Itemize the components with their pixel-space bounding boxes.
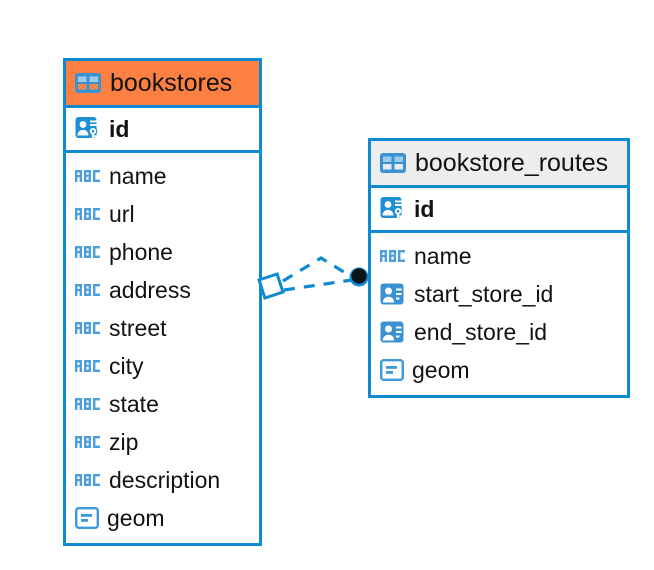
field-label: state: [109, 390, 159, 417]
geometry-icon: [380, 359, 404, 381]
text-abc-icon: [75, 398, 100, 410]
field-label: street: [109, 314, 167, 341]
text-abc-icon: [75, 436, 100, 448]
field-label: start_store_id: [414, 280, 554, 307]
entity-row-start-store-id[interactable]: start_store_id: [371, 275, 627, 313]
entity-header-bookstore-routes[interactable]: bookstore_routes: [371, 141, 627, 188]
entity-fields-bookstores: name url: [66, 153, 259, 541]
entity-row-geom[interactable]: geom: [371, 351, 627, 389]
field-label: name: [109, 162, 167, 189]
entity-row-description[interactable]: description: [66, 461, 259, 499]
entity-fields-bookstore-routes: name start_store_id: [371, 233, 627, 393]
primary-key-icon: [75, 117, 98, 141]
entity-row-url[interactable]: url: [66, 195, 259, 233]
entity-row-street[interactable]: street: [66, 309, 259, 347]
entity-row-primary-key[interactable]: id: [66, 108, 259, 153]
field-label: phone: [109, 238, 173, 265]
field-label: id: [414, 195, 435, 222]
entity-row-geom[interactable]: geom: [66, 499, 259, 537]
relationship-line-upper: [282, 256, 353, 283]
entity-row-name[interactable]: name: [66, 157, 259, 195]
field-label: geom: [107, 504, 165, 531]
relationship-source-diamond-icon: [257, 272, 285, 300]
field-label: geom: [412, 356, 470, 383]
entity-row-end-store-id[interactable]: end_store_id: [371, 313, 627, 351]
entity-title: bookstore_routes: [415, 148, 609, 177]
field-label: address: [109, 276, 191, 303]
field-label: id: [109, 115, 130, 142]
field-label: url: [109, 200, 135, 227]
text-abc-icon: [75, 208, 100, 220]
table-icon: [75, 73, 101, 93]
entity-row-name[interactable]: name: [371, 237, 627, 275]
entity-row-address[interactable]: address: [66, 271, 259, 309]
field-label: description: [109, 466, 221, 493]
field-label: city: [109, 352, 144, 379]
foreign-key-icon: [380, 321, 404, 343]
relationship-target-circle-icon: [349, 267, 369, 287]
relationship-line-lower: [283, 278, 353, 292]
text-abc-icon: [75, 474, 100, 486]
entity-bookstore-routes[interactable]: bookstore_routes id: [368, 138, 630, 398]
entity-bookstores[interactable]: bookstores id: [63, 58, 262, 546]
entity-title: bookstores: [110, 68, 233, 97]
entity-row-primary-key[interactable]: id: [371, 188, 627, 233]
geometry-icon: [75, 507, 99, 529]
text-abc-icon: [380, 250, 405, 262]
text-abc-icon: [75, 322, 100, 334]
primary-key-icon: [380, 197, 402, 221]
entity-header-bookstores[interactable]: bookstores: [66, 61, 259, 108]
entity-row-zip[interactable]: zip: [66, 423, 259, 461]
text-abc-icon: [75, 360, 100, 372]
field-label: end_store_id: [414, 318, 547, 345]
field-label: zip: [109, 428, 139, 455]
entity-row-state[interactable]: state: [66, 385, 259, 423]
text-abc-icon: [75, 170, 100, 182]
text-abc-icon: [75, 284, 100, 296]
text-abc-icon: [75, 246, 100, 258]
entity-row-city[interactable]: city: [66, 347, 259, 385]
foreign-key-icon: [380, 283, 404, 305]
entity-row-phone[interactable]: phone: [66, 233, 259, 271]
field-label: name: [414, 242, 472, 269]
table-icon: [380, 153, 406, 173]
